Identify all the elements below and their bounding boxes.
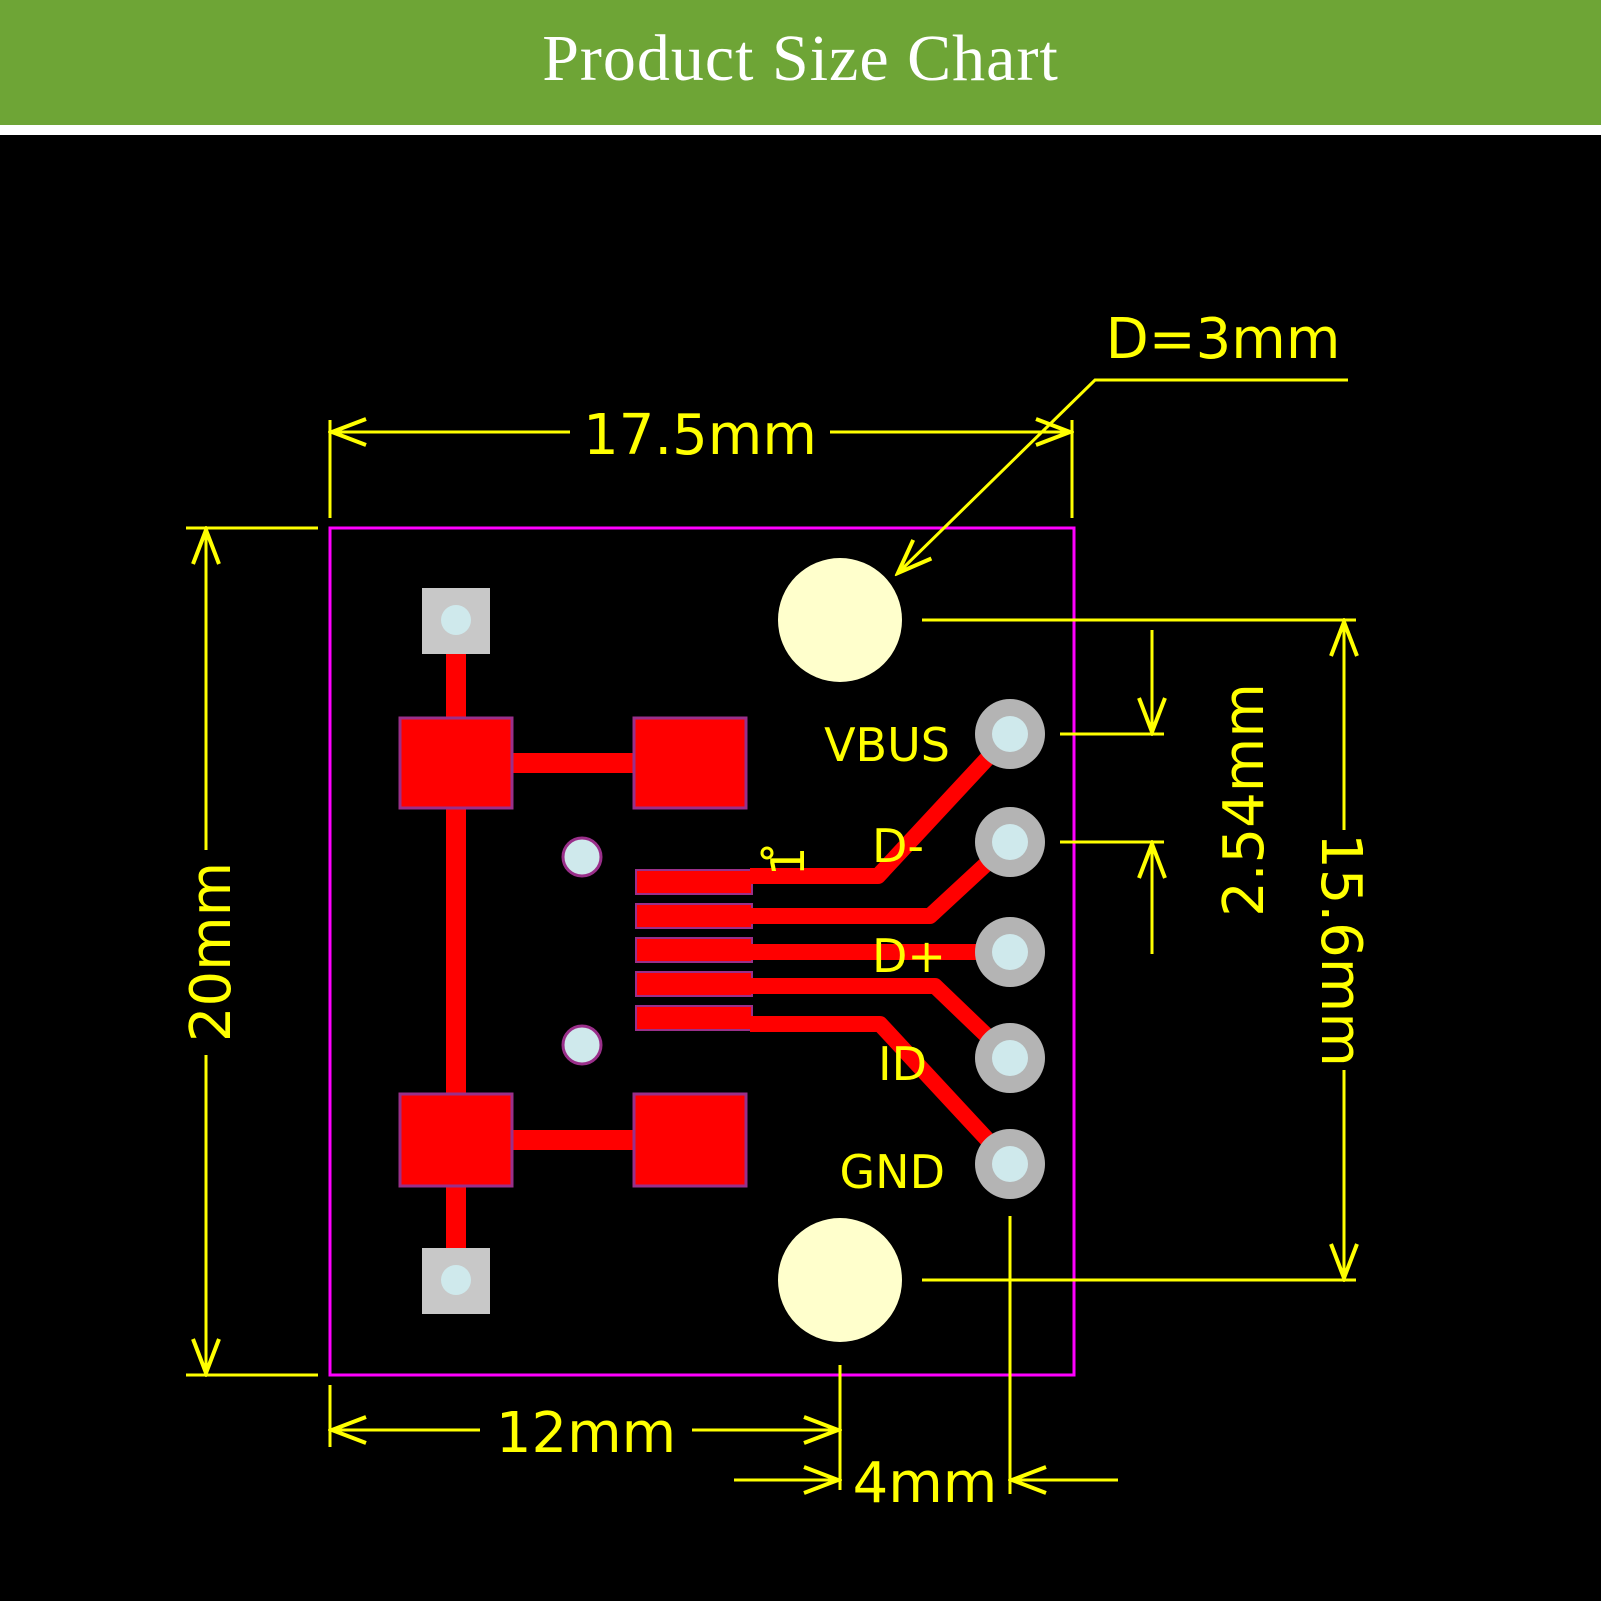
mounting-hole-bottom	[778, 1218, 902, 1342]
dim-hole-leader	[898, 378, 1348, 573]
signal-traces	[750, 728, 1016, 1170]
shield-pad-top-right	[632, 716, 748, 810]
via-bottom	[561, 1024, 603, 1066]
pin-gnd	[975, 1129, 1045, 1199]
shield-pad-top-left	[398, 716, 514, 810]
dim-height-label: 20mm	[179, 862, 244, 1042]
board-outline	[328, 526, 1076, 1377]
pin-label-dplus: D+	[872, 929, 946, 983]
pin-id	[975, 1023, 1045, 1093]
pin-dminus	[975, 807, 1045, 877]
corner-pad-bottom	[422, 1248, 490, 1314]
dim-width-label: 17.5mm	[583, 403, 817, 468]
pin-label-vbus: VBUS	[824, 718, 950, 772]
dim-hole-label: D=3mm	[1106, 307, 1341, 372]
pcb-diagram: 1 VBUS D- D+ ID GND	[179, 307, 1373, 1516]
dim-holes-label: 15.6mm	[1308, 833, 1373, 1067]
pin1-marker: 1	[761, 847, 815, 876]
pin1-dot	[760, 846, 774, 860]
corner-pad-top	[422, 588, 490, 654]
pin-label-gnd: GND	[840, 1145, 945, 1199]
pin-dplus	[975, 917, 1045, 987]
dim-pin-label: 4mm	[853, 1451, 998, 1516]
pin-vbus	[975, 699, 1045, 769]
header-banner: Product Size Chart	[0, 0, 1601, 125]
shield-pad-bottom-left	[398, 1092, 514, 1188]
via-top	[561, 836, 603, 878]
diagram-canvas: 1 VBUS D- D+ ID GND	[0, 135, 1601, 1601]
mounting-hole-top	[778, 558, 902, 682]
pin-label-dminus: D-	[872, 819, 924, 873]
shield-pad-bottom-right	[632, 1092, 748, 1188]
page-title: Product Size Chart	[542, 21, 1059, 95]
dim-pitch-label: 2.54mm	[1212, 683, 1277, 917]
dim-offset-label: 12mm	[496, 1401, 676, 1466]
signal-pads	[635, 869, 753, 1031]
header-divider	[0, 125, 1601, 135]
pin-label-id: ID	[878, 1037, 927, 1091]
